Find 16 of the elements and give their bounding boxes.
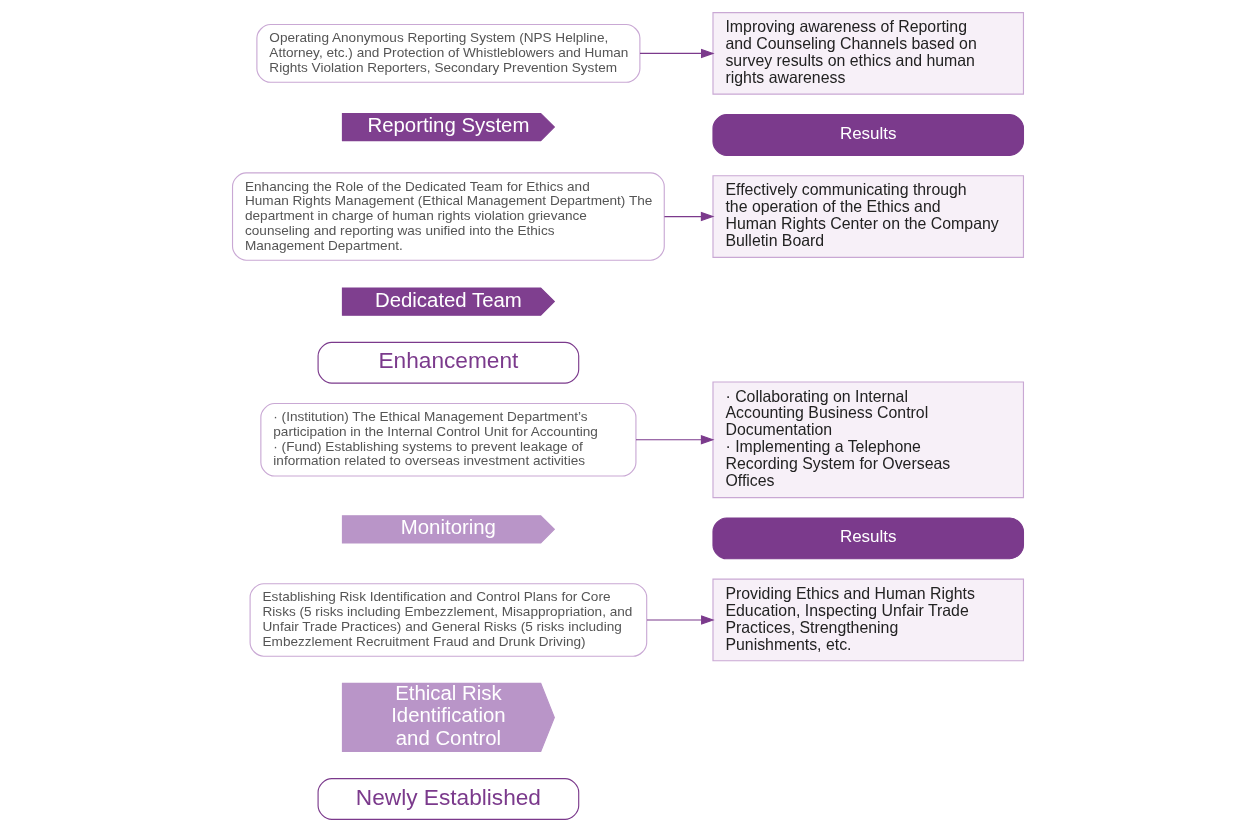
node-box: Improving awareness of Reporting and Counseling Channels based on survey results on ethics and human rights awareness	[712, 12, 1025, 95]
arrow	[646, 615, 715, 625]
arrow	[639, 48, 715, 59]
node-box: · (Institution) The Ethical Management Department’s participation in the Internal Control Unit for Accounting · (Fund) Establishing systems to prevent leakage of information related to overseas investment activities	[260, 402, 637, 477]
node-box: Providing Ethics and Human Rights Education, Inspecting Unfair Trade Practices, Strengthening Punishments, etc.	[712, 578, 1025, 662]
node-box: Newly Established	[317, 778, 580, 820]
node-box: Effectively communicating through the operation of the Ethics and Human Rights Center on the Company Bulletin Board	[712, 175, 1025, 258]
arrow	[635, 435, 715, 445]
node-box: Results	[712, 517, 1025, 560]
node-box: Enhancing the Role of the Dedicated Team for Ethics and Human Rights Management (Ethical Management Department) The department in charge of human rights violation grievance counseling and reporting was unified into the Ethics Management Department.	[231, 172, 665, 261]
node-box: Operating Anonymous Reporting System (NPS Helpline, Attorney, etc.) and Protection of Whistleblowers and Human Rights Violation Reporters, Secondary Prevention System	[256, 23, 641, 83]
node-box: Establishing Risk Identification and Control Plans for Core Risks (5 risks including Embezzlement, Misappropriation, and Unfair Trade Practices) and General Risks (5 risks including Embezzlement Recruitment Fraud and Drunk Driving)	[249, 583, 648, 657]
node-box: Enhancement	[317, 341, 580, 384]
node-box: Results	[712, 114, 1025, 156]
node-box: · Collaborating on Internal Accounting Business Control Documentation · Implementing a Telephone Recording System for Overseas Offices	[712, 381, 1025, 499]
arrow	[663, 211, 715, 222]
